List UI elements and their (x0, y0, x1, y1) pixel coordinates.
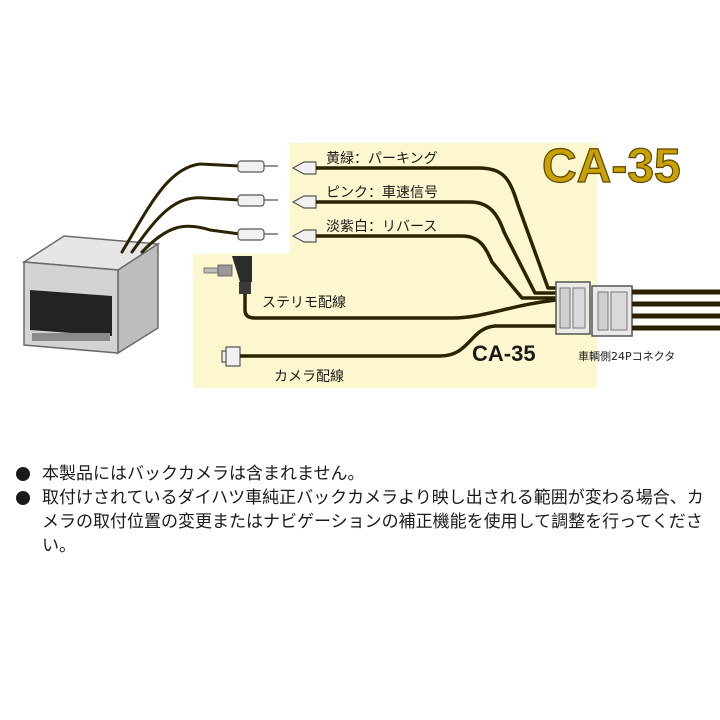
wire-label-reverse: 淡紫白：リバース (326, 219, 437, 235)
notes-list: 本製品にはバックカメラは含まれません。 取付けされているダイハツ車純正バックカメ… (14, 462, 714, 558)
navigation-unit (21, 235, 161, 355)
unit-wire-3 (140, 224, 242, 254)
diagram-panel (193, 143, 597, 388)
speed-wire (316, 200, 556, 295)
stereo-wire (243, 294, 557, 320)
parking-wire (316, 166, 556, 290)
unit-terminals (237, 160, 265, 241)
unit-wire-2 (130, 196, 242, 254)
note-text: 取付けされているダイハツ車純正バックカメラより映し出される範囲が変わる場合、カメ… (42, 488, 704, 556)
note-text: 本製品にはバックカメラは含まれません。 (42, 464, 365, 484)
bullet-icon (16, 491, 30, 505)
camera-wire (240, 324, 556, 358)
harness-terminals (291, 161, 317, 243)
vehicle-harness (632, 289, 720, 331)
wire-label-parking: 黄緑：パーキング (326, 150, 438, 167)
unit-wire-1 (120, 162, 242, 254)
reverse-wire (316, 234, 556, 300)
stereo-wire-label: ステリモ配線 (262, 295, 346, 311)
note-item: 本製品にはバックカメラは含まれません。 (14, 462, 714, 486)
bullet-icon (16, 467, 30, 481)
cable-label: CA-35 (472, 341, 536, 366)
wire-label-speed: ピンク：車速信号 (326, 184, 438, 201)
connector-label: 車輌側24Pコネクタ (578, 349, 675, 363)
camera-connector (221, 346, 241, 367)
vehicle-connector (555, 281, 633, 337)
note-item: 取付けされているダイハツ車純正バックカメラより映し出される範囲が変わる場合、カメ… (14, 486, 714, 558)
camera-wire-label: カメラ配線 (274, 369, 344, 385)
stereo-plug (203, 256, 252, 294)
product-title: CA-35 (542, 140, 681, 193)
